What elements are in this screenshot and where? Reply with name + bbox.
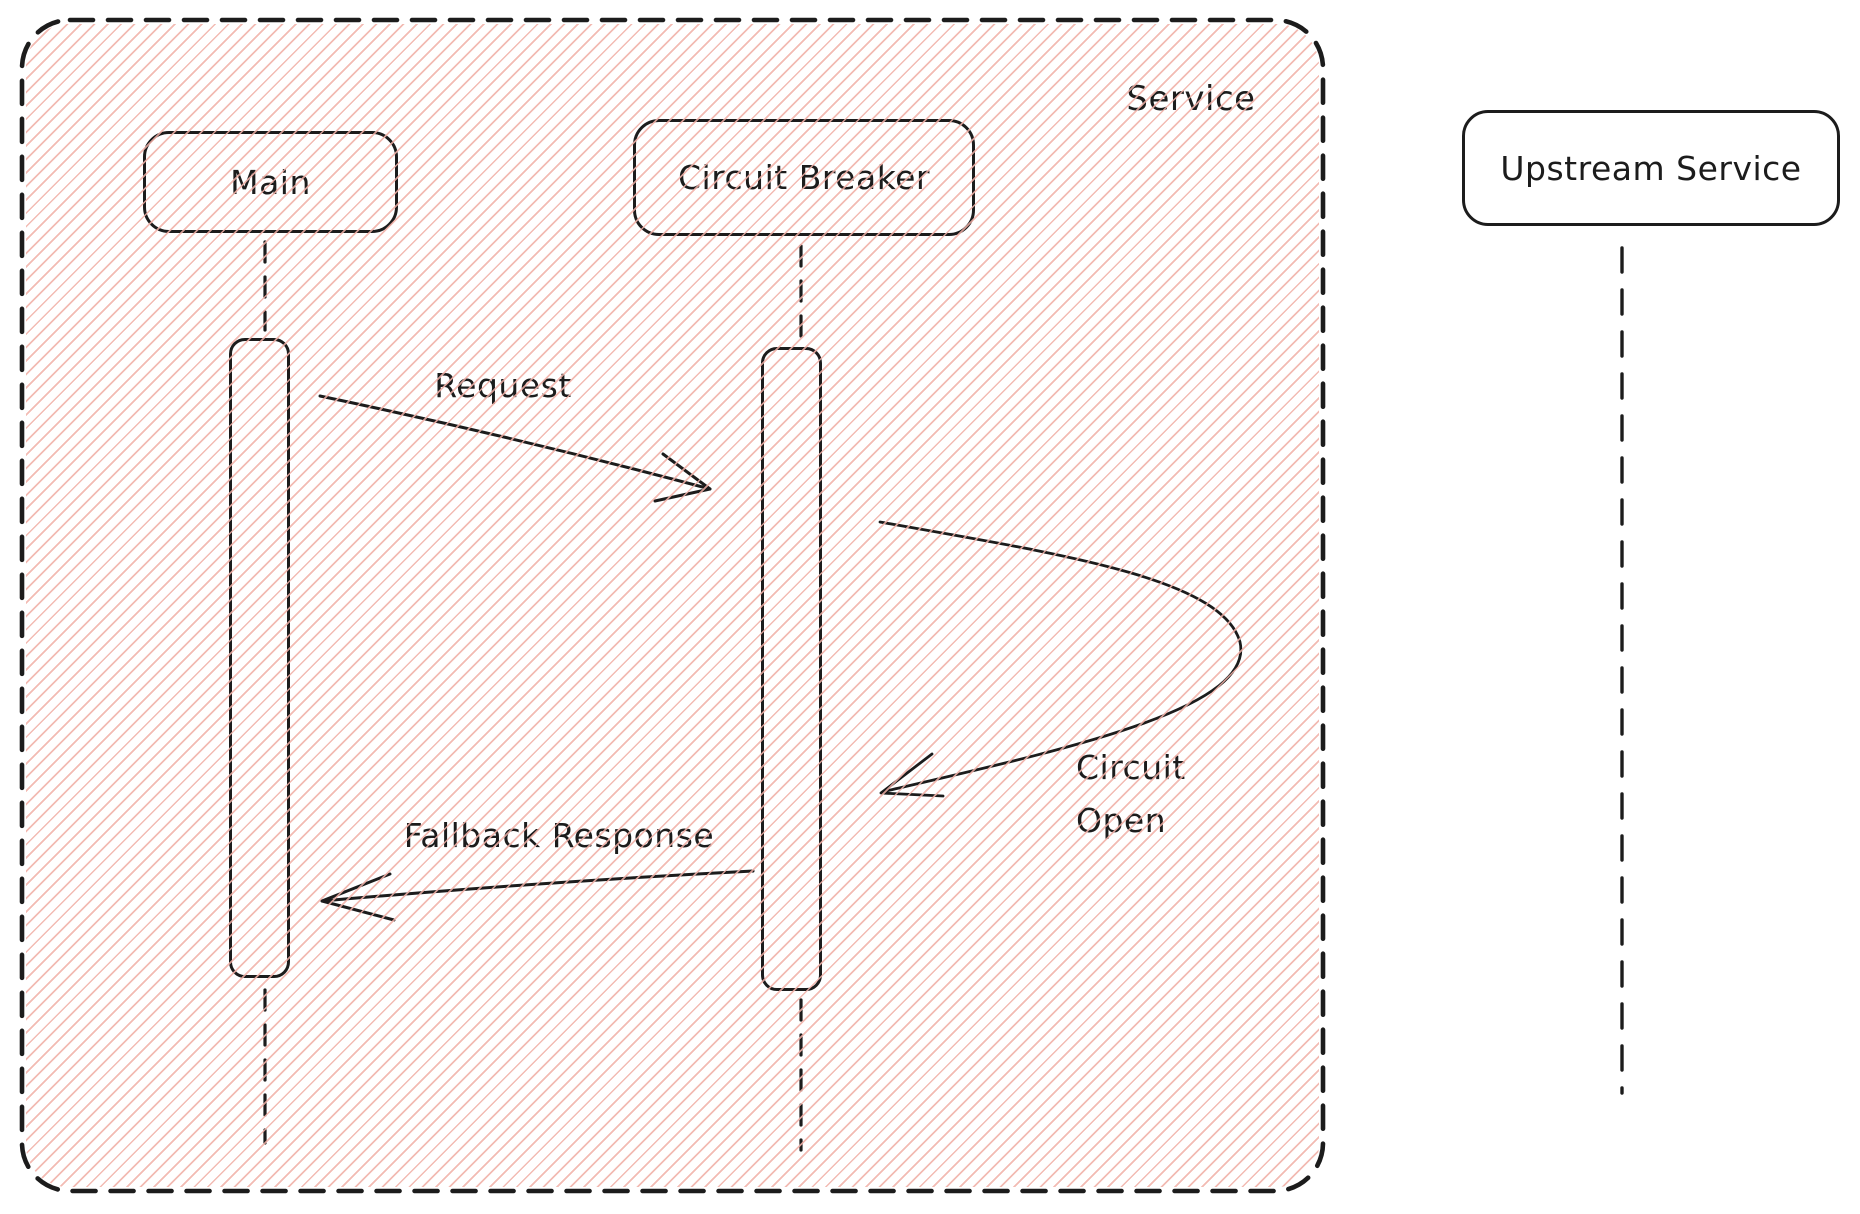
message-label-request: Request bbox=[434, 366, 572, 405]
message-label-circuit-open: Circuit Open bbox=[1076, 748, 1186, 840]
activation-bar-main bbox=[229, 338, 290, 978]
actor-label-circuit-breaker: Circuit Breaker bbox=[677, 158, 931, 197]
activation-bar-circuit-breaker bbox=[761, 347, 822, 991]
actor-box-main: Main bbox=[143, 131, 398, 233]
actor-label-upstream-service: Upstream Service bbox=[1500, 148, 1802, 188]
message-label-fallback-response: Fallback Response bbox=[403, 816, 715, 855]
actor-label-main: Main bbox=[230, 162, 311, 202]
actor-box-upstream-service: Upstream Service bbox=[1462, 110, 1840, 226]
service-frame-label: Service bbox=[1126, 79, 1256, 119]
actor-box-circuit-breaker: Circuit Breaker bbox=[633, 119, 975, 236]
